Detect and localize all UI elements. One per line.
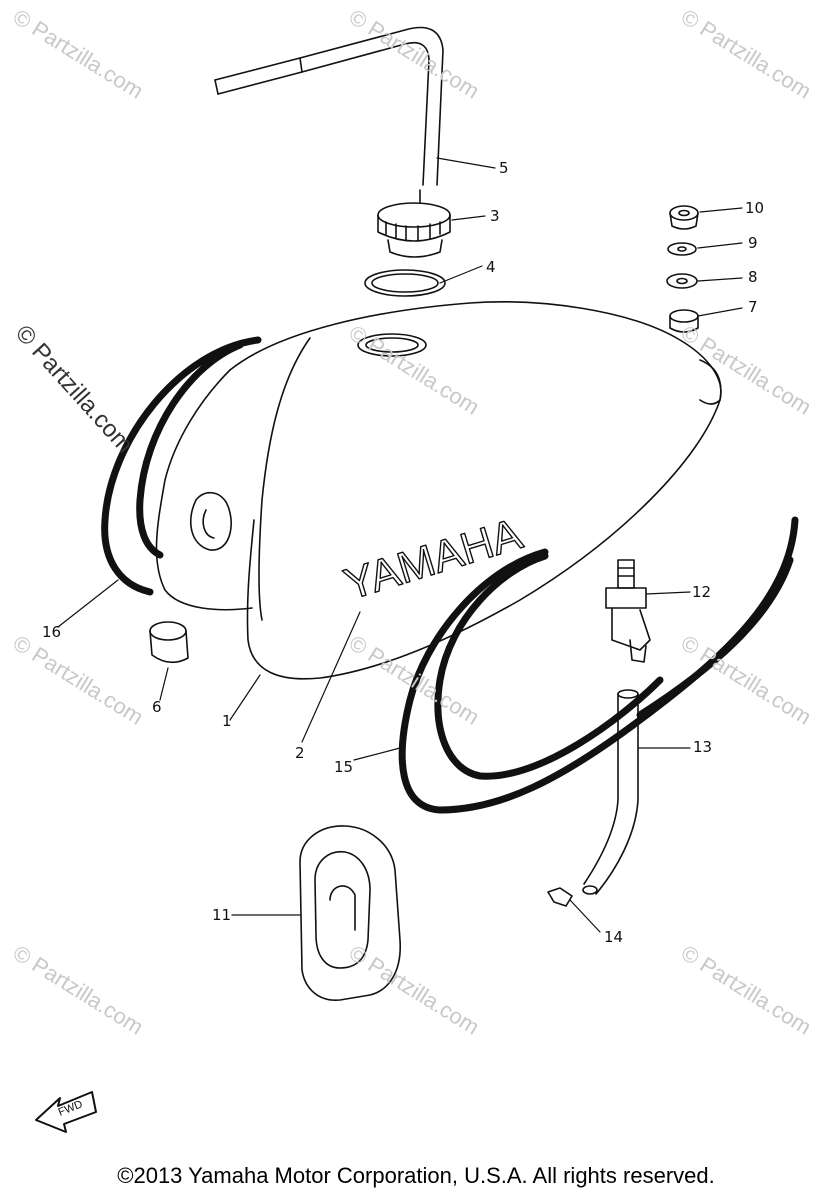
fuel-cock-part xyxy=(605,559,651,663)
callout-13[interactable]: 13 xyxy=(693,738,713,756)
fuel-tank-part xyxy=(155,301,722,680)
callout-14[interactable]: 14 xyxy=(604,928,624,946)
rubber-damper-part xyxy=(149,621,189,664)
breather-hose-part xyxy=(214,26,444,186)
callout-11[interactable]: 11 xyxy=(212,906,232,924)
callout-7[interactable]: 7 xyxy=(748,298,758,316)
leader-lines xyxy=(57,157,743,933)
hose-clip-part xyxy=(547,887,573,907)
callout-15[interactable]: 15 xyxy=(334,758,354,776)
callout-8[interactable]: 8 xyxy=(748,268,758,286)
callout-5[interactable]: 5 xyxy=(499,159,509,177)
fwd-label: FWD xyxy=(57,1098,85,1119)
callout-12[interactable]: 12 xyxy=(692,583,712,601)
copyright-notice: ©2013 Yamaha Motor Corporation, U.S.A. A… xyxy=(117,1163,715,1188)
tank-brand-text: YAMAHA xyxy=(339,509,529,609)
left-stripe-part xyxy=(101,336,262,596)
tank-band-part xyxy=(299,825,401,1001)
right-stripe-part xyxy=(398,516,799,814)
fuel-cap-part xyxy=(377,189,451,258)
cap-gasket-part xyxy=(364,269,446,297)
callout-4[interactable]: 4 xyxy=(486,258,496,276)
callout-2[interactable]: 2 xyxy=(295,744,305,762)
callout-3[interactable]: 3 xyxy=(490,207,500,225)
callout-16[interactable]: 16 xyxy=(42,623,62,641)
fuel-hose-part xyxy=(582,689,639,895)
callout-1[interactable]: 1 xyxy=(222,712,232,730)
fwd-arrow-icon: FWD xyxy=(35,1091,97,1133)
callout-10[interactable]: 10 xyxy=(745,199,765,217)
tank-emblem-part: YAMAHA xyxy=(338,508,529,610)
mount-hardware-parts xyxy=(666,205,699,333)
callout-9[interactable]: 9 xyxy=(748,234,758,252)
callout-6[interactable]: 6 xyxy=(152,698,162,716)
